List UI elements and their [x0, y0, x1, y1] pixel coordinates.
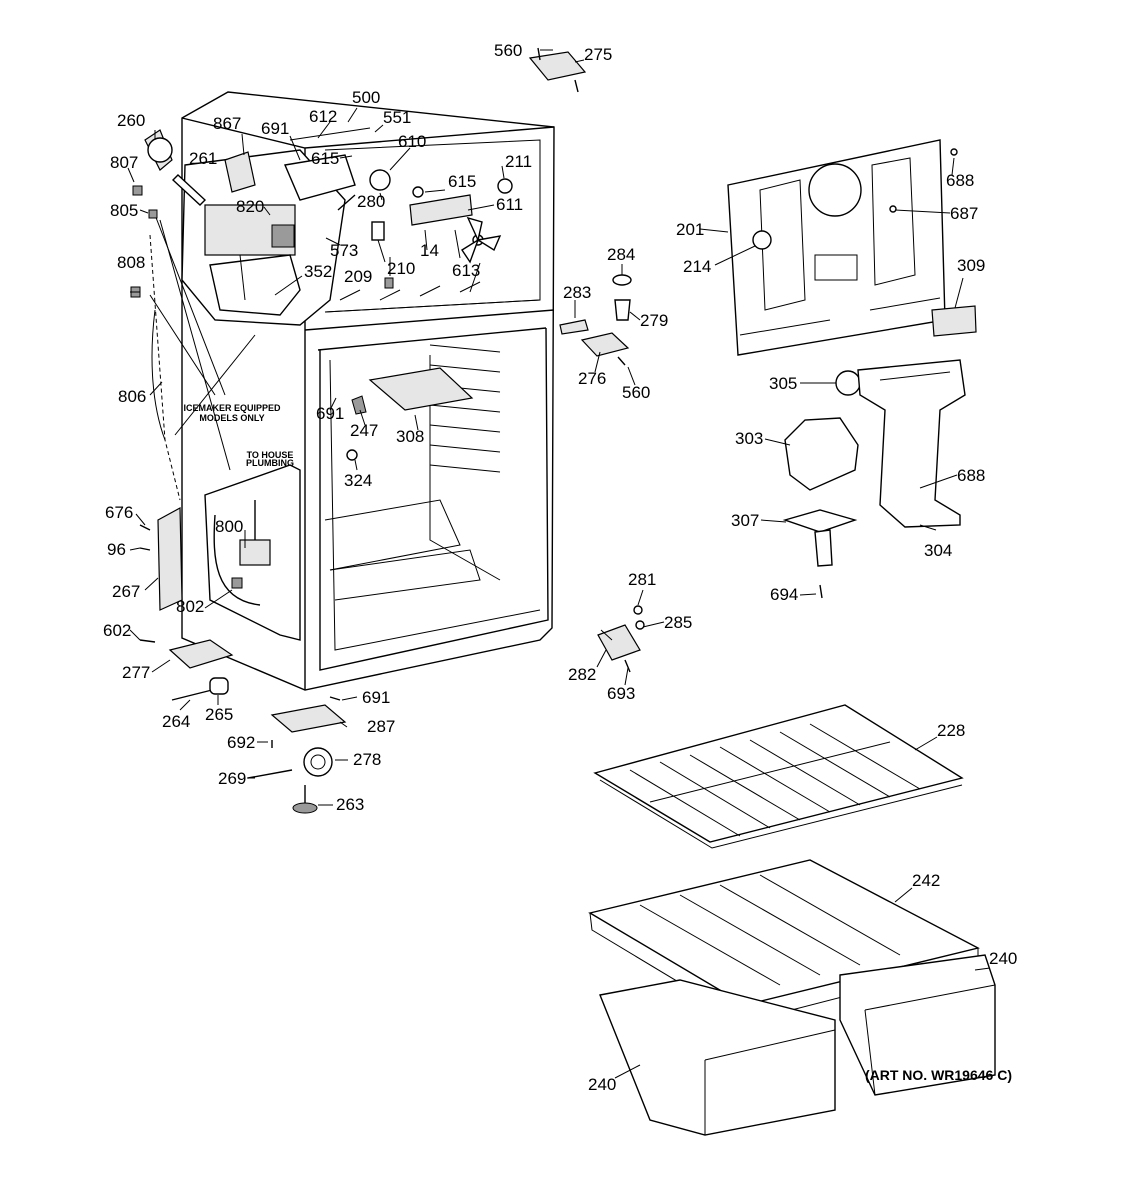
part-label-560-b: 560: [622, 383, 650, 402]
part-label-611: 611: [496, 195, 523, 214]
part-label-260: 260: [117, 111, 145, 130]
label-leaders: [127, 49, 991, 1079]
part-label-612: 612: [309, 107, 337, 126]
part-label-308: 308: [396, 427, 424, 446]
part-label-14: 14: [420, 241, 439, 260]
part-label-807: 807: [110, 153, 138, 172]
part-label-282: 282: [568, 665, 596, 684]
part-label-808: 808: [117, 253, 145, 272]
part-label-691: 691: [261, 119, 289, 138]
control-knob: [782, 509, 858, 599]
part-label-285: 285: [664, 613, 692, 632]
part-label-610: 610: [398, 132, 426, 151]
part-label-676: 676: [105, 503, 133, 522]
part-label-309: 309: [957, 256, 985, 275]
part-label-281: 281: [628, 570, 656, 589]
house-plumbing-note: TO HOUSE PLUMBING: [246, 450, 294, 468]
house-note-line2: PLUMBING: [246, 458, 294, 468]
right-parts: [835, 148, 977, 396]
part-label-275: 275: [584, 45, 612, 64]
evaporator-cover: [727, 139, 946, 356]
part-label-693: 693: [607, 684, 635, 703]
part-label-688-b: 688: [957, 466, 985, 485]
part-label-210: 210: [387, 259, 415, 278]
part-label-324: 324: [344, 471, 372, 490]
part-label-242: 242: [912, 871, 940, 890]
part-label-694: 694: [770, 585, 798, 604]
icemaker-note: ICEMAKER EQUIPPED MODELS ONLY: [183, 403, 281, 423]
house-note-line1: TO HOUSE: [247, 450, 294, 460]
part-labels: 560 275 500 612 551 691 610 260 867 615 …: [103, 41, 1017, 1094]
center-hinge: [559, 274, 632, 366]
part-label-305: 305: [769, 374, 797, 393]
left-parts: [130, 129, 347, 814]
part-label-240-b: 240: [588, 1075, 616, 1094]
part-label-214: 214: [683, 257, 711, 276]
part-label-352: 352: [304, 262, 332, 281]
part-label-560: 560: [494, 41, 522, 60]
part-label-303: 303: [735, 429, 763, 448]
part-label-551: 551: [383, 108, 411, 127]
air-duct: [857, 359, 966, 528]
part-label-867: 867: [213, 114, 241, 133]
part-label-277: 277: [122, 663, 150, 682]
part-label-691-b: 691: [316, 404, 344, 423]
part-label-307: 307: [731, 511, 759, 530]
freezer-parts: [224, 127, 513, 289]
top-hinge: [528, 47, 587, 93]
part-label-279: 279: [640, 311, 668, 330]
part-label-691-c: 691: [362, 688, 390, 707]
part-label-688: 688: [946, 171, 974, 190]
part-label-228: 228: [937, 721, 965, 740]
art-number: (ART NO. WR19646 C): [865, 1067, 1012, 1083]
part-label-209: 209: [344, 267, 372, 286]
part-label-261: 261: [189, 149, 217, 168]
part-label-265: 265: [205, 705, 233, 724]
part-label-240: 240: [989, 949, 1017, 968]
crisper-drawers: [599, 954, 996, 1136]
icemaker-note-line2: MODELS ONLY: [199, 413, 264, 423]
part-label-573: 573: [330, 241, 358, 260]
part-label-247: 247: [350, 421, 378, 440]
note-leaders: [149, 214, 256, 501]
part-label-602: 602: [103, 621, 131, 640]
part-label-284: 284: [607, 245, 635, 264]
part-label-96: 96: [107, 540, 126, 559]
wire-shelf: [593, 704, 964, 849]
part-label-692: 692: [227, 733, 255, 752]
part-label-800: 800: [215, 517, 243, 536]
part-label-276: 276: [578, 369, 606, 388]
part-label-283: 283: [563, 283, 591, 302]
control-housing: [784, 417, 859, 491]
part-label-201: 201: [676, 220, 704, 239]
part-label-263: 263: [336, 795, 364, 814]
part-label-615-b: 615: [448, 172, 476, 191]
part-label-613: 613: [452, 261, 480, 280]
fresh-food-parts: [346, 367, 474, 461]
bottom-hinge: [597, 605, 645, 673]
part-label-264: 264: [162, 712, 190, 731]
part-label-806: 806: [118, 387, 146, 406]
part-label-500: 500: [352, 88, 380, 107]
part-label-280: 280: [357, 192, 385, 211]
part-label-278: 278: [353, 750, 381, 769]
part-label-304: 304: [924, 541, 952, 560]
icemaker-note-line1: ICEMAKER EQUIPPED: [183, 403, 281, 413]
part-label-269: 269: [218, 769, 246, 788]
part-label-615: 615: [311, 149, 339, 168]
part-label-287: 287: [367, 717, 395, 736]
part-label-687: 687: [950, 204, 978, 223]
part-label-805: 805: [110, 201, 138, 220]
fan-blade: [461, 216, 502, 264]
part-label-802: 802: [176, 597, 204, 616]
part-label-267: 267: [112, 582, 140, 601]
part-label-820: 820: [236, 197, 264, 216]
part-label-211: 211: [505, 152, 532, 171]
